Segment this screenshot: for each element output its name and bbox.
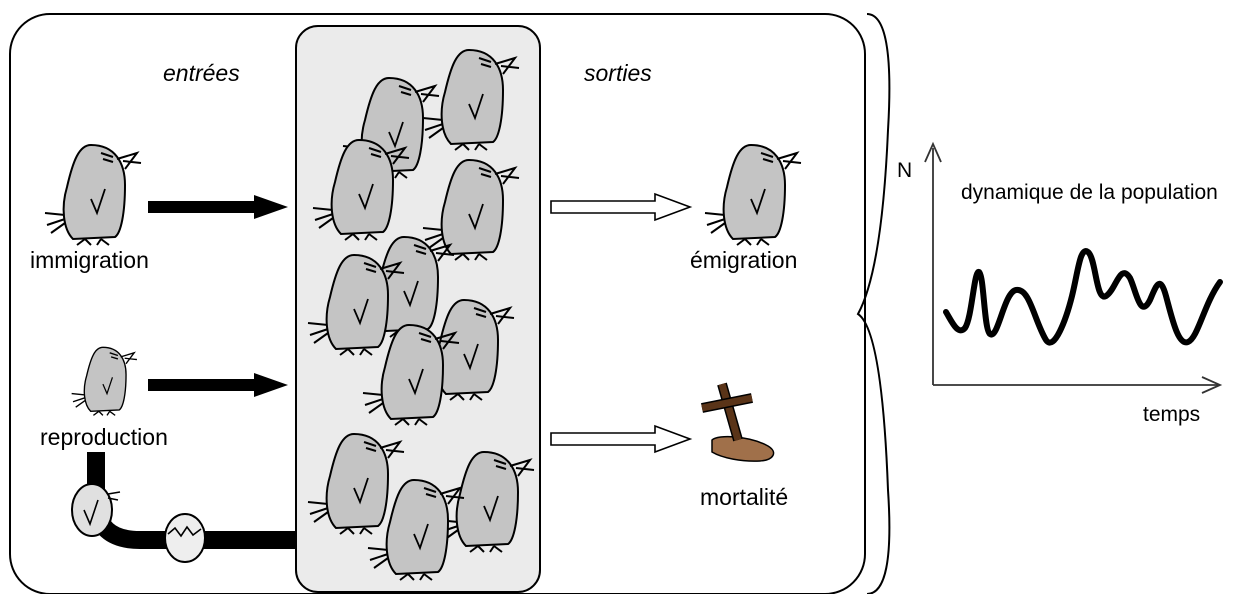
population-curve: [943, 248, 1223, 346]
hatching-egg-icon: [164, 513, 206, 563]
outputs-label: sorties: [584, 60, 652, 86]
mortality-label: mortalité: [700, 484, 789, 510]
immigration-label: immigration: [30, 247, 149, 273]
mortality-arrow: [550, 424, 693, 454]
y-axis-label: N: [897, 159, 913, 182]
emigration-arrow: [550, 192, 693, 222]
reproduction-arrow: [148, 373, 288, 397]
x-axis-label: temps: [1143, 403, 1201, 426]
graph-axes: [924, 141, 1223, 394]
inputs-label: entrées: [163, 60, 240, 86]
egg-icon: [71, 483, 121, 537]
reproduction-label: reproduction: [40, 424, 168, 450]
graph-title: dynamique de la population: [961, 181, 1218, 204]
curly-brace: [856, 13, 891, 594]
grave-cross-icon: [701, 382, 775, 462]
immigration-arrow: [148, 195, 288, 219]
emigration-label: émigration: [690, 247, 798, 273]
